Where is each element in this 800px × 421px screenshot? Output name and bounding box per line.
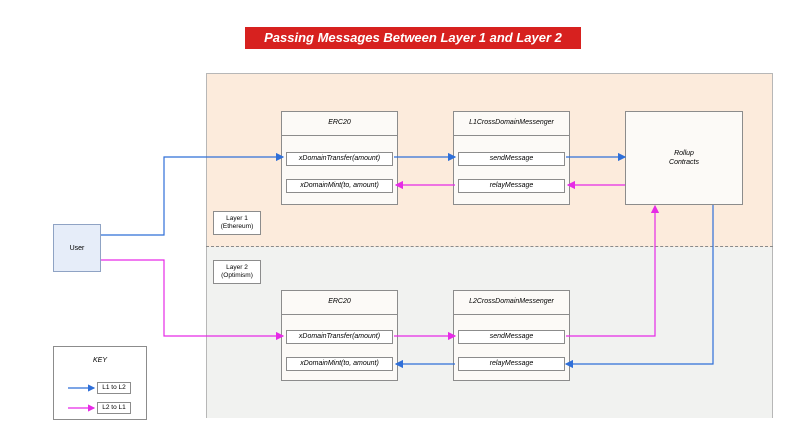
layer2-label-name: Layer 2	[226, 264, 248, 271]
l2-erc20-xdomain-transfer: xDomainTransfer(amount)	[286, 330, 393, 344]
user-label: User	[69, 244, 85, 252]
user-box: User	[53, 224, 101, 272]
l2-erc20-title: ERC20	[282, 291, 397, 315]
layer2-label-network: (Optimism)	[221, 272, 253, 279]
key-legend: KEY L1 to L2 L2 to L1	[53, 346, 147, 420]
user-to-l2-transfer-arrow	[101, 259, 285, 341]
l2-messenger-send-message: sendMessage	[458, 330, 565, 344]
layer1-label: Layer 1 (Ethereum)	[213, 211, 261, 235]
layer1-label-name: Layer 1	[226, 215, 248, 222]
l1-erc20-title: ERC20	[282, 112, 397, 136]
l2-messenger-relay-message: relayMessage	[458, 357, 565, 371]
layer-divider	[206, 246, 773, 247]
rollup-label-line1: Rollup	[674, 150, 694, 157]
rollup-to-l2-relay-arrow	[564, 205, 714, 369]
key-l1-to-l2-label: L1 to L2	[97, 382, 131, 394]
l1-messenger-relay-message: relayMessage	[458, 179, 565, 193]
l2-erc20-box: ERC20 xDomainTransfer(amount) xDomainMin…	[281, 290, 398, 381]
diagram-title: Passing Messages Between Layer 1 and Lay…	[245, 27, 581, 49]
l2-send-to-rollup-arrow	[566, 204, 660, 337]
l2-messenger-title: L2CrossDomainMessenger	[454, 291, 569, 315]
rollup-contracts-box: Rollup Contracts	[625, 111, 743, 205]
l2-messenger-box: L2CrossDomainMessenger sendMessage relay…	[453, 290, 570, 381]
l1-erc20-xdomain-transfer: xDomainTransfer(amount)	[286, 152, 393, 166]
rollup-label-line2: Contracts	[669, 159, 699, 166]
layer1-label-network: (Ethereum)	[220, 223, 254, 230]
layer2-label: Layer 2 (Optimism)	[213, 260, 261, 284]
key-arrows	[68, 384, 96, 412]
l1-messenger-box: L1CrossDomainMessenger sendMessage relay…	[453, 111, 570, 205]
l1-erc20-box: ERC20 xDomainTransfer(amount) xDomainMin…	[281, 111, 398, 205]
key-title: KEY	[92, 357, 107, 364]
user-to-l1-transfer-arrow	[101, 152, 285, 236]
l1-messenger-send-message: sendMessage	[458, 152, 565, 166]
l1-erc20-xdomain-mint: xDomainMint(to, amount)	[286, 179, 393, 193]
l2-erc20-xdomain-mint: xDomainMint(to, amount)	[286, 357, 393, 371]
l1-messenger-title: L1CrossDomainMessenger	[454, 112, 569, 136]
key-l2-to-l1-label: L2 to L1	[97, 402, 131, 414]
